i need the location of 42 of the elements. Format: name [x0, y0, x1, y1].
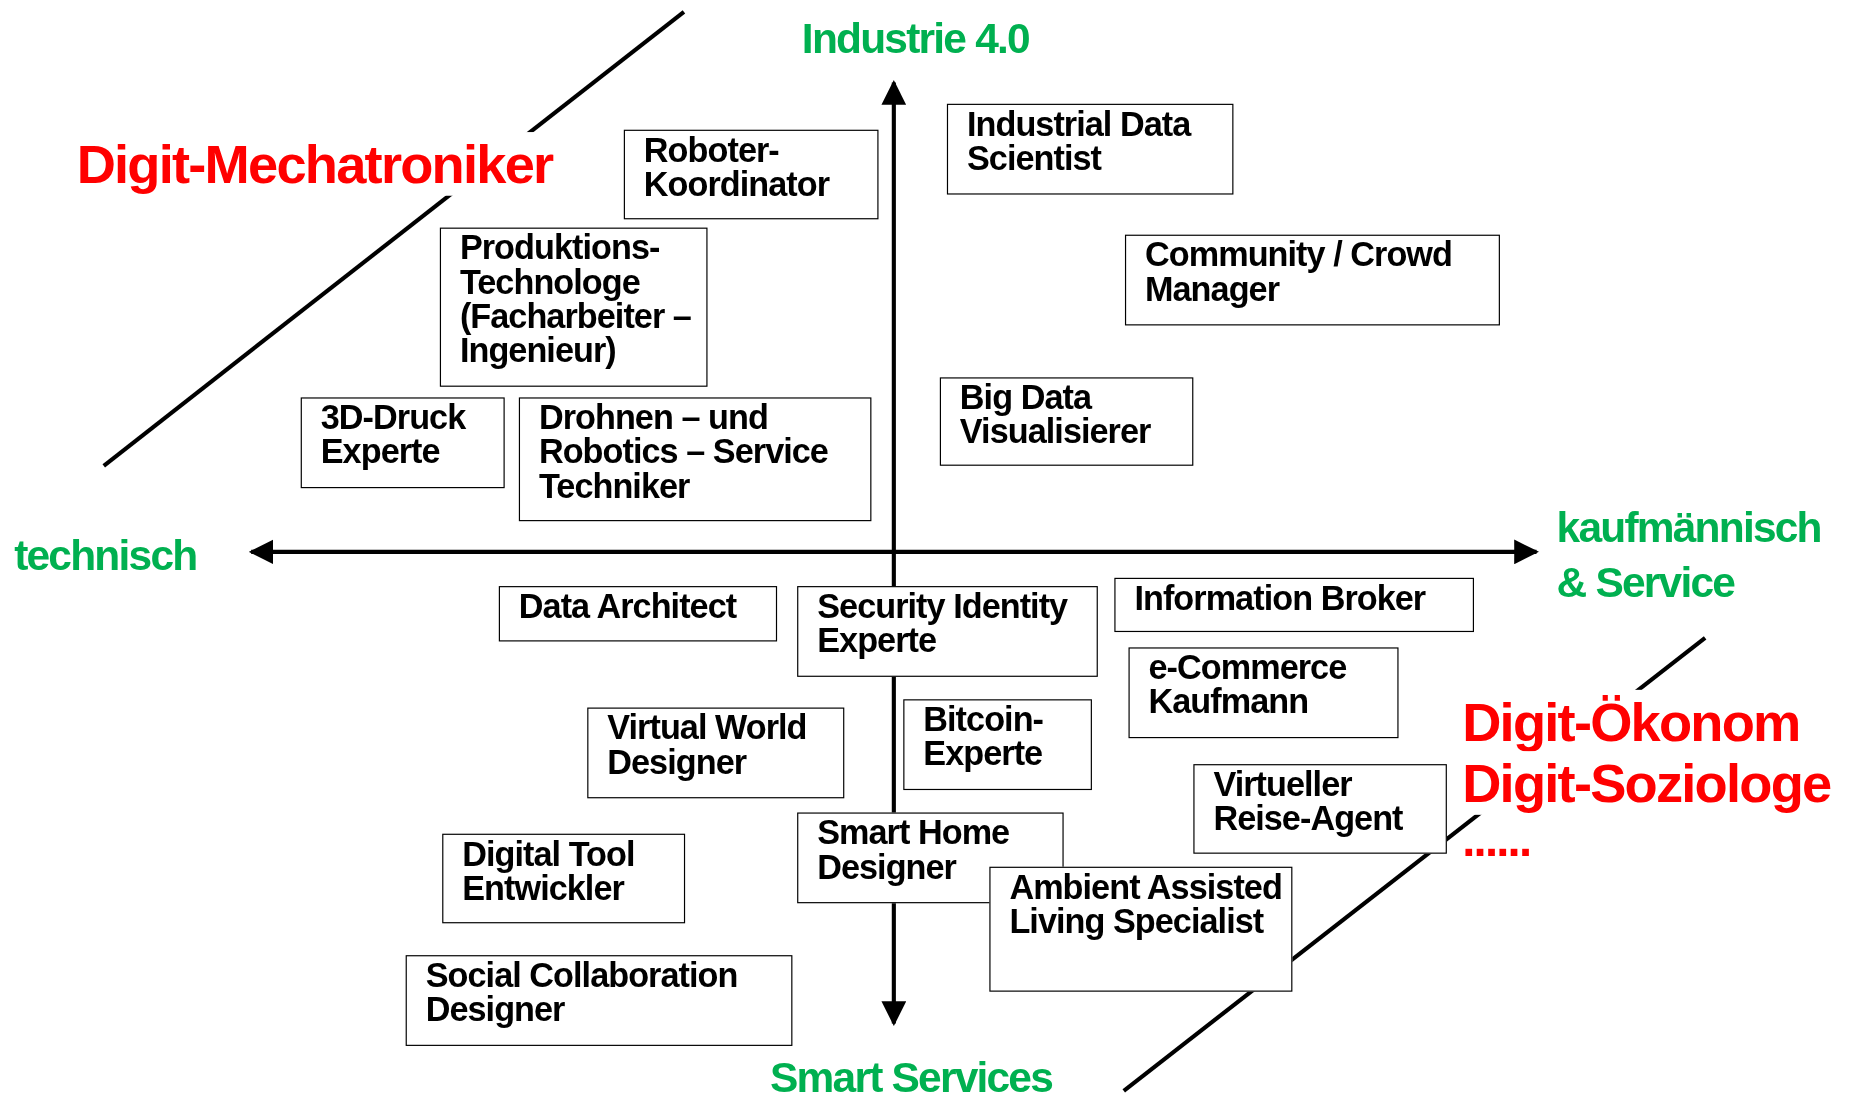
- job-title: Drohnen – und Robotics – Service Techniker: [538, 398, 828, 505]
- job-title-box: [946, 103, 1234, 195]
- job-title-box: [1193, 764, 1447, 854]
- job-title: Community / Crowd Manager: [1145, 235, 1452, 308]
- job-title-box: [1114, 577, 1474, 633]
- ellipsis: ......: [1462, 813, 1531, 867]
- job-title-box: [518, 397, 872, 522]
- job-title: Smart Home Designer: [817, 813, 1010, 886]
- job-title: Produktions- Technologe (Facharbeiter – Ingenieur): [459, 228, 691, 370]
- job-title-box: [1128, 647, 1399, 739]
- job-title: Information Broker: [1134, 579, 1426, 617]
- job-title: e-Commerce Kaufmann: [1148, 648, 1347, 721]
- job-title: 3D-Druck Experte: [320, 398, 466, 471]
- axis-label: kaufmännisch & Service: [1556, 502, 1822, 609]
- job-title-box: [405, 955, 793, 1046]
- job-title: Virtual World Designer: [607, 708, 807, 781]
- job-title-box: [498, 586, 778, 642]
- job-title: Data Architect: [518, 587, 737, 625]
- job-title-box: [587, 707, 845, 799]
- job-title-box: [1124, 234, 1500, 326]
- job-title: Security Identity Experte: [817, 587, 1068, 660]
- job-title: Roboter- Koordinator: [643, 130, 830, 203]
- job-title-box: [903, 699, 1092, 791]
- job-title: Virtueller Reise-Agent: [1213, 765, 1403, 838]
- job-title: Industrial Data Scientist: [966, 104, 1191, 177]
- job-title-box: [939, 377, 1194, 466]
- job-title-box: [797, 586, 1098, 677]
- axis-label: Industrie 4.0: [801, 14, 1029, 64]
- category-label: Digit-Soziologe: [1462, 751, 1831, 815]
- job-title-box: [442, 833, 686, 924]
- job-title-box: [623, 129, 879, 220]
- job-title: Digital Tool Entwickler: [462, 834, 635, 907]
- job-title-box: [439, 227, 708, 387]
- job-title: Ambient Assisted Living Specialist: [1009, 867, 1282, 940]
- job-title-box: [989, 866, 1293, 992]
- job-title: Big Data Visualisierer: [959, 378, 1151, 451]
- job-title-box: [300, 397, 505, 489]
- job-title: Bitcoin- Experte: [923, 700, 1044, 773]
- axis-label: technisch: [14, 530, 197, 581]
- job-title: Social Collaboration Designer: [425, 956, 738, 1029]
- axis-label: Smart Services: [770, 1053, 1053, 1099]
- category-label: Digit-Ökonom: [1462, 689, 1800, 754]
